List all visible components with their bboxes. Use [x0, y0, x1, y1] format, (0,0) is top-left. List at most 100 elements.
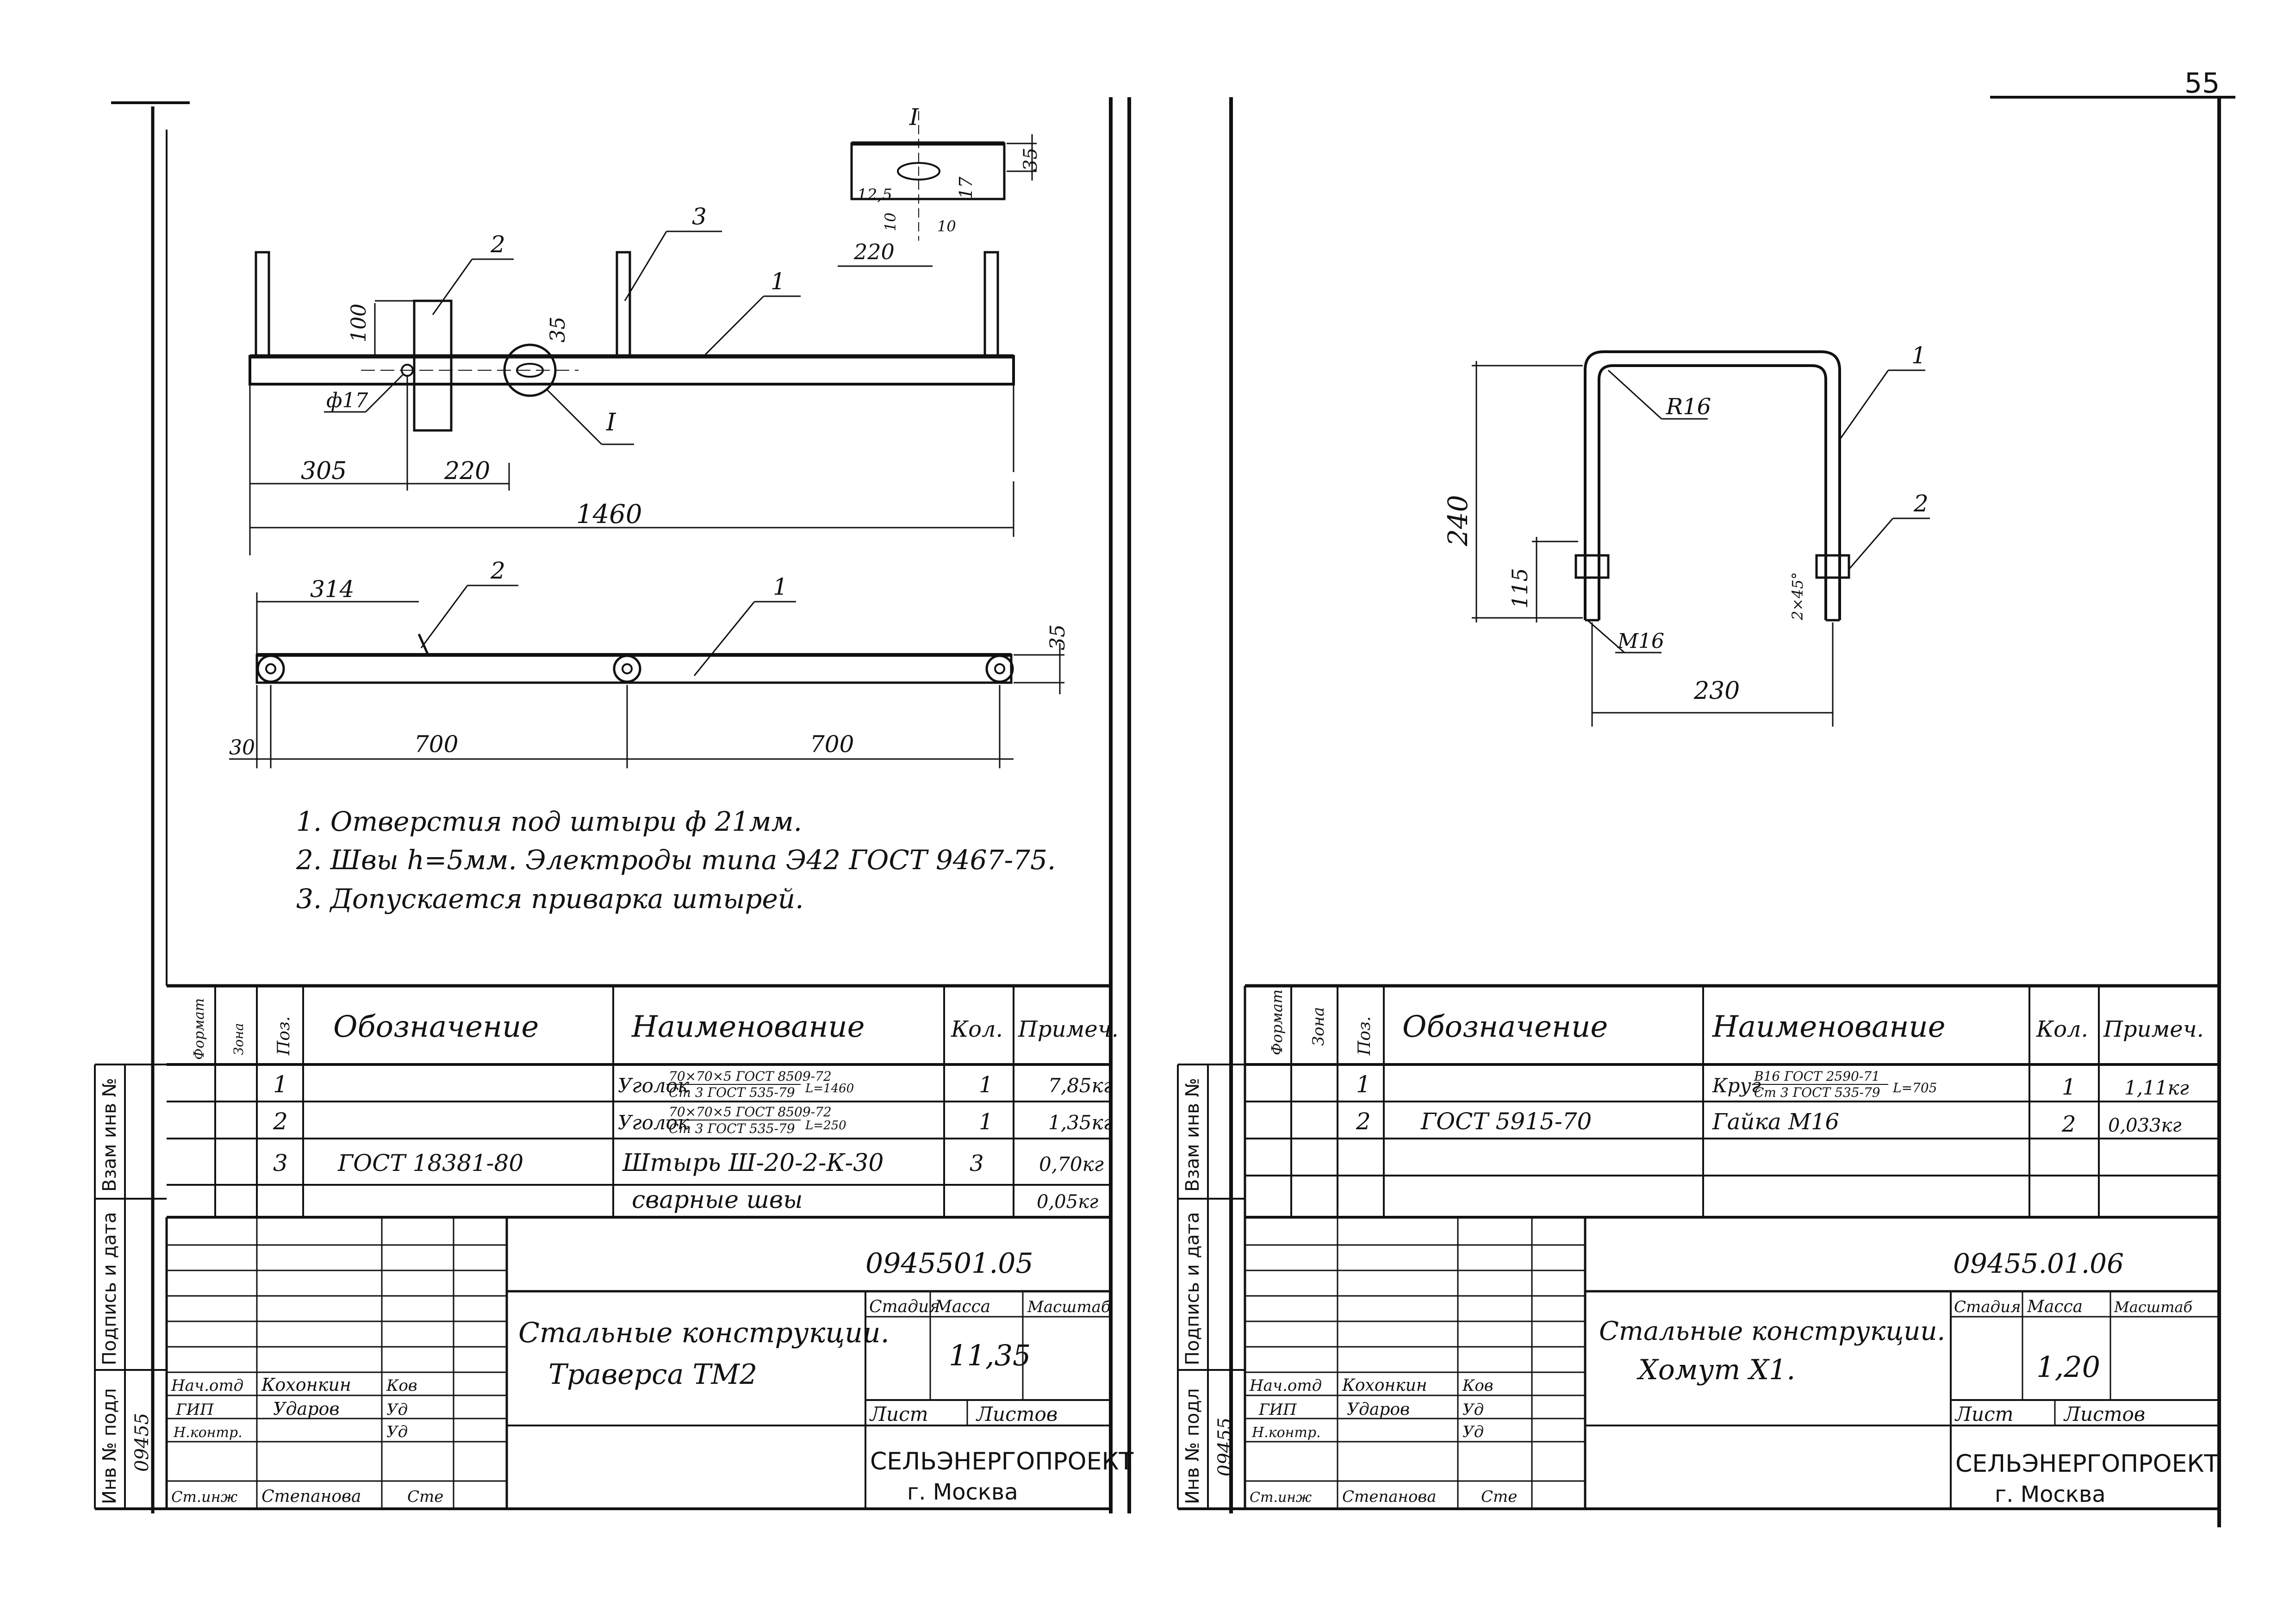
left-spec-table: Формат Зона Поз. Обозначение Наименовани… [167, 984, 1119, 1219]
left-doc-code: 0945501.05 [865, 1247, 1033, 1280]
label-replace-inv: Взам инв № [99, 1078, 120, 1192]
r-row1-pos: 1 [1356, 1071, 1371, 1098]
label-sign-date: Подпись и дата [99, 1212, 120, 1365]
left-side-labels: Взам инв № Подпись и дата Инв № подл 094… [94, 1064, 1111, 1510]
left-mass: 11,35 [949, 1338, 1031, 1372]
dim-phi17: ф17 [326, 389, 368, 412]
dim-r16: R16 [1666, 394, 1711, 420]
header-designation: Обозначение [333, 1010, 539, 1044]
r-label-sign-date: Подпись и дата [1182, 1212, 1203, 1365]
section-mark-bottom: I [606, 409, 616, 436]
right-doc-code: 09455.01.06 [1953, 1248, 2124, 1279]
right-sheet-label: Лист [1954, 1403, 2013, 1425]
left-mass-label: Масса [934, 1297, 990, 1316]
right-name-1: Кохонкин [1342, 1376, 1427, 1395]
r-header-note: Примеч. [2103, 1016, 2204, 1042]
callout-1-plan: 1 [773, 573, 788, 600]
left-sign-2: Уд [386, 1400, 408, 1419]
traverse-plan-view: 314 2 1 35 30 700 700 [229, 557, 1070, 768]
row4-name: сварные швы [632, 1186, 803, 1214]
left-title-line2: Траверса ТМ2 [548, 1358, 757, 1391]
pin-hole-left [256, 654, 285, 683]
right-mass-label: Масса [2027, 1297, 2083, 1316]
callout-2-clamp: 2 [1913, 490, 1929, 517]
left-title-line1: Стальные конструкции. [518, 1317, 890, 1349]
section-mark-top: I [909, 104, 919, 131]
row1-note: 7,85кг [1048, 1074, 1113, 1097]
right-side-labels: Взам инв № Подпись и дата Инв № подл 094… [1177, 1064, 2219, 1510]
detail-circle [503, 343, 557, 397]
left-stage-label: Стадия [869, 1297, 940, 1316]
r-row2-pos: 2 [1356, 1108, 1371, 1135]
right-role-1: Нач.отд [1249, 1376, 1322, 1395]
right-spec-table: Формат Зона Поз. Обозначение Наименовани… [1244, 984, 2219, 1509]
row1-name: Уголок [618, 1074, 690, 1097]
right-role-2: ГИП [1258, 1400, 1297, 1419]
r-label-inv-orig: Инв № подл [1182, 1388, 1203, 1504]
callout-1-clamp: 1 [1911, 342, 1926, 369]
row1-name-suffix: L=1460 [805, 1082, 854, 1095]
dim-35: 35 [546, 317, 570, 342]
row2-name: Уголок [618, 1111, 690, 1134]
dim-230: 230 [1693, 677, 1740, 705]
row2-qty: 1 [979, 1109, 993, 1135]
left-sheet-label: Лист [869, 1403, 928, 1425]
dim-305: 305 [301, 457, 347, 485]
clamp-drawing: 240 115 230 M16 R16 2×45° 1 2 [1442, 342, 1930, 727]
left-sign-1: Ков [386, 1376, 417, 1395]
left-role-3: Н.контр. [173, 1425, 243, 1441]
inv-number-right: 09455 [1214, 1418, 1236, 1476]
row2-pos: 2 [273, 1108, 288, 1135]
row3-pos: 3 [273, 1150, 288, 1176]
right-scale-label: Масштаб [2114, 1298, 2193, 1316]
r-header-format: Формат [1268, 990, 1286, 1055]
label-inv-orig: Инв № подл [99, 1388, 120, 1504]
r-header-pos: Поз. [1355, 1016, 1374, 1056]
r-row2-note: 0,033кг [2108, 1115, 2182, 1136]
right-org: СЕЛЬЭНЕРГОПРОЕКТ [1955, 1450, 2219, 1478]
pin-left [255, 251, 270, 358]
left-city: г. Москва [907, 1479, 1018, 1505]
note-2: 2. Швы h=5мм. Электроды типа Э42 ГОСТ 94… [296, 844, 1056, 876]
dim-700-left: 700 [414, 731, 458, 758]
header-pos: Поз. [274, 1016, 293, 1056]
dim-115: 115 [1507, 568, 1532, 609]
row3-note: 0,70кг [1039, 1153, 1104, 1176]
right-title-line1: Стальные конструкции. [1599, 1316, 1945, 1346]
detail-dim-12-5: 12,5 [857, 186, 892, 204]
right-name-4: Степанова [1342, 1488, 1436, 1506]
row3-designation: ГОСТ 18381-80 [337, 1150, 523, 1176]
traverse-front-view [249, 251, 1015, 472]
left-name-2: Ударов [273, 1399, 340, 1419]
right-sign-4: Сте [1481, 1488, 1517, 1506]
nut-right [1815, 554, 1850, 579]
detail-dim-220: 220 [853, 239, 895, 264]
dim-220: 220 [444, 457, 490, 485]
note-3: 3. Допускается приварка штырей. [296, 883, 804, 915]
callout-3-front: 3 [692, 203, 707, 230]
part2-plate [413, 299, 453, 432]
right-sign-3: Уд [1462, 1423, 1484, 1441]
header-zone: Зона [231, 1023, 246, 1055]
right-stage-label: Стадия [1954, 1298, 2021, 1316]
row1-pos: 1 [273, 1071, 288, 1098]
dim-1460: 1460 [576, 499, 642, 529]
r-header-name: Наименование [1712, 1010, 1945, 1044]
header-name: Наименование [631, 1010, 865, 1044]
left-sign-3: Уд [386, 1423, 408, 1441]
dim-100: 100 [347, 304, 371, 342]
right-role-3: Н.контр. [1251, 1425, 1321, 1441]
r-header-zone: Зона [1309, 1007, 1328, 1046]
row2-name-bottom: Ст 3 ГОСТ 535-79 [669, 1121, 795, 1136]
left-scale-label: Масштаб [1027, 1298, 1111, 1316]
dim-30: 30 [229, 736, 255, 759]
row2-name-suffix: L=250 [805, 1119, 846, 1133]
dim-314: 314 [310, 576, 354, 603]
r-row2-name: Гайка М16 [1712, 1109, 1839, 1135]
row3-qty: 3 [970, 1151, 984, 1176]
right-mass: 1,20 [2036, 1350, 2100, 1384]
nut-left [1574, 554, 1610, 579]
detail-dim-35: 35 [1020, 148, 1041, 171]
r-header-qty: Кол. [2036, 1016, 2088, 1042]
